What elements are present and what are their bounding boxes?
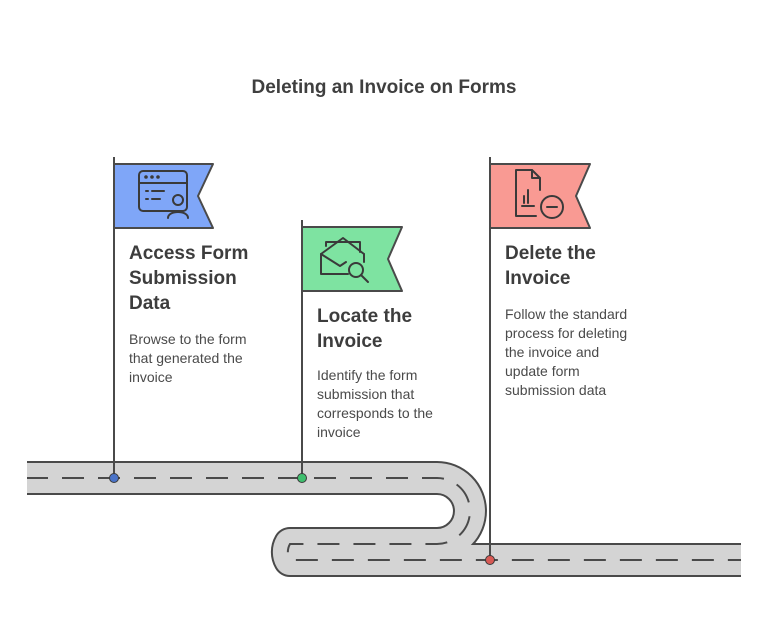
- step-2-title: Locate the Invoice: [317, 306, 413, 352]
- step-3-marker: [485, 555, 495, 565]
- step-1: [109, 157, 214, 483]
- step-1-flag: [113, 163, 214, 229]
- diagram-title: Deleting an Invoice on Forms: [251, 77, 517, 98]
- step-2-marker: [297, 473, 307, 483]
- step-3: [485, 157, 591, 565]
- envelope-search-icon: [320, 237, 369, 283]
- road-center-line: [26, 477, 742, 561]
- road-surface: [26, 463, 742, 575]
- step-1-description: Browse to the form that generated the in…: [129, 331, 247, 385]
- document-remove-icon: [515, 169, 564, 219]
- road-right-edge: [741, 543, 745, 577]
- road: [24, 461, 745, 577]
- step-2: [297, 220, 403, 483]
- step-1-marker: [109, 473, 119, 483]
- step-3-flag: [489, 163, 591, 229]
- step-1-title: Access Form Submission Data: [129, 243, 249, 314]
- form-user-icon: [138, 170, 189, 219]
- step-3-description: Follow the standard process for deleting…: [505, 306, 628, 398]
- step-2-description: Identify the form submission that corres…: [317, 367, 433, 440]
- road-left-edge: [24, 461, 27, 495]
- step-2-flag: [301, 226, 403, 292]
- step-3-title: Delete the Invoice: [505, 243, 596, 289]
